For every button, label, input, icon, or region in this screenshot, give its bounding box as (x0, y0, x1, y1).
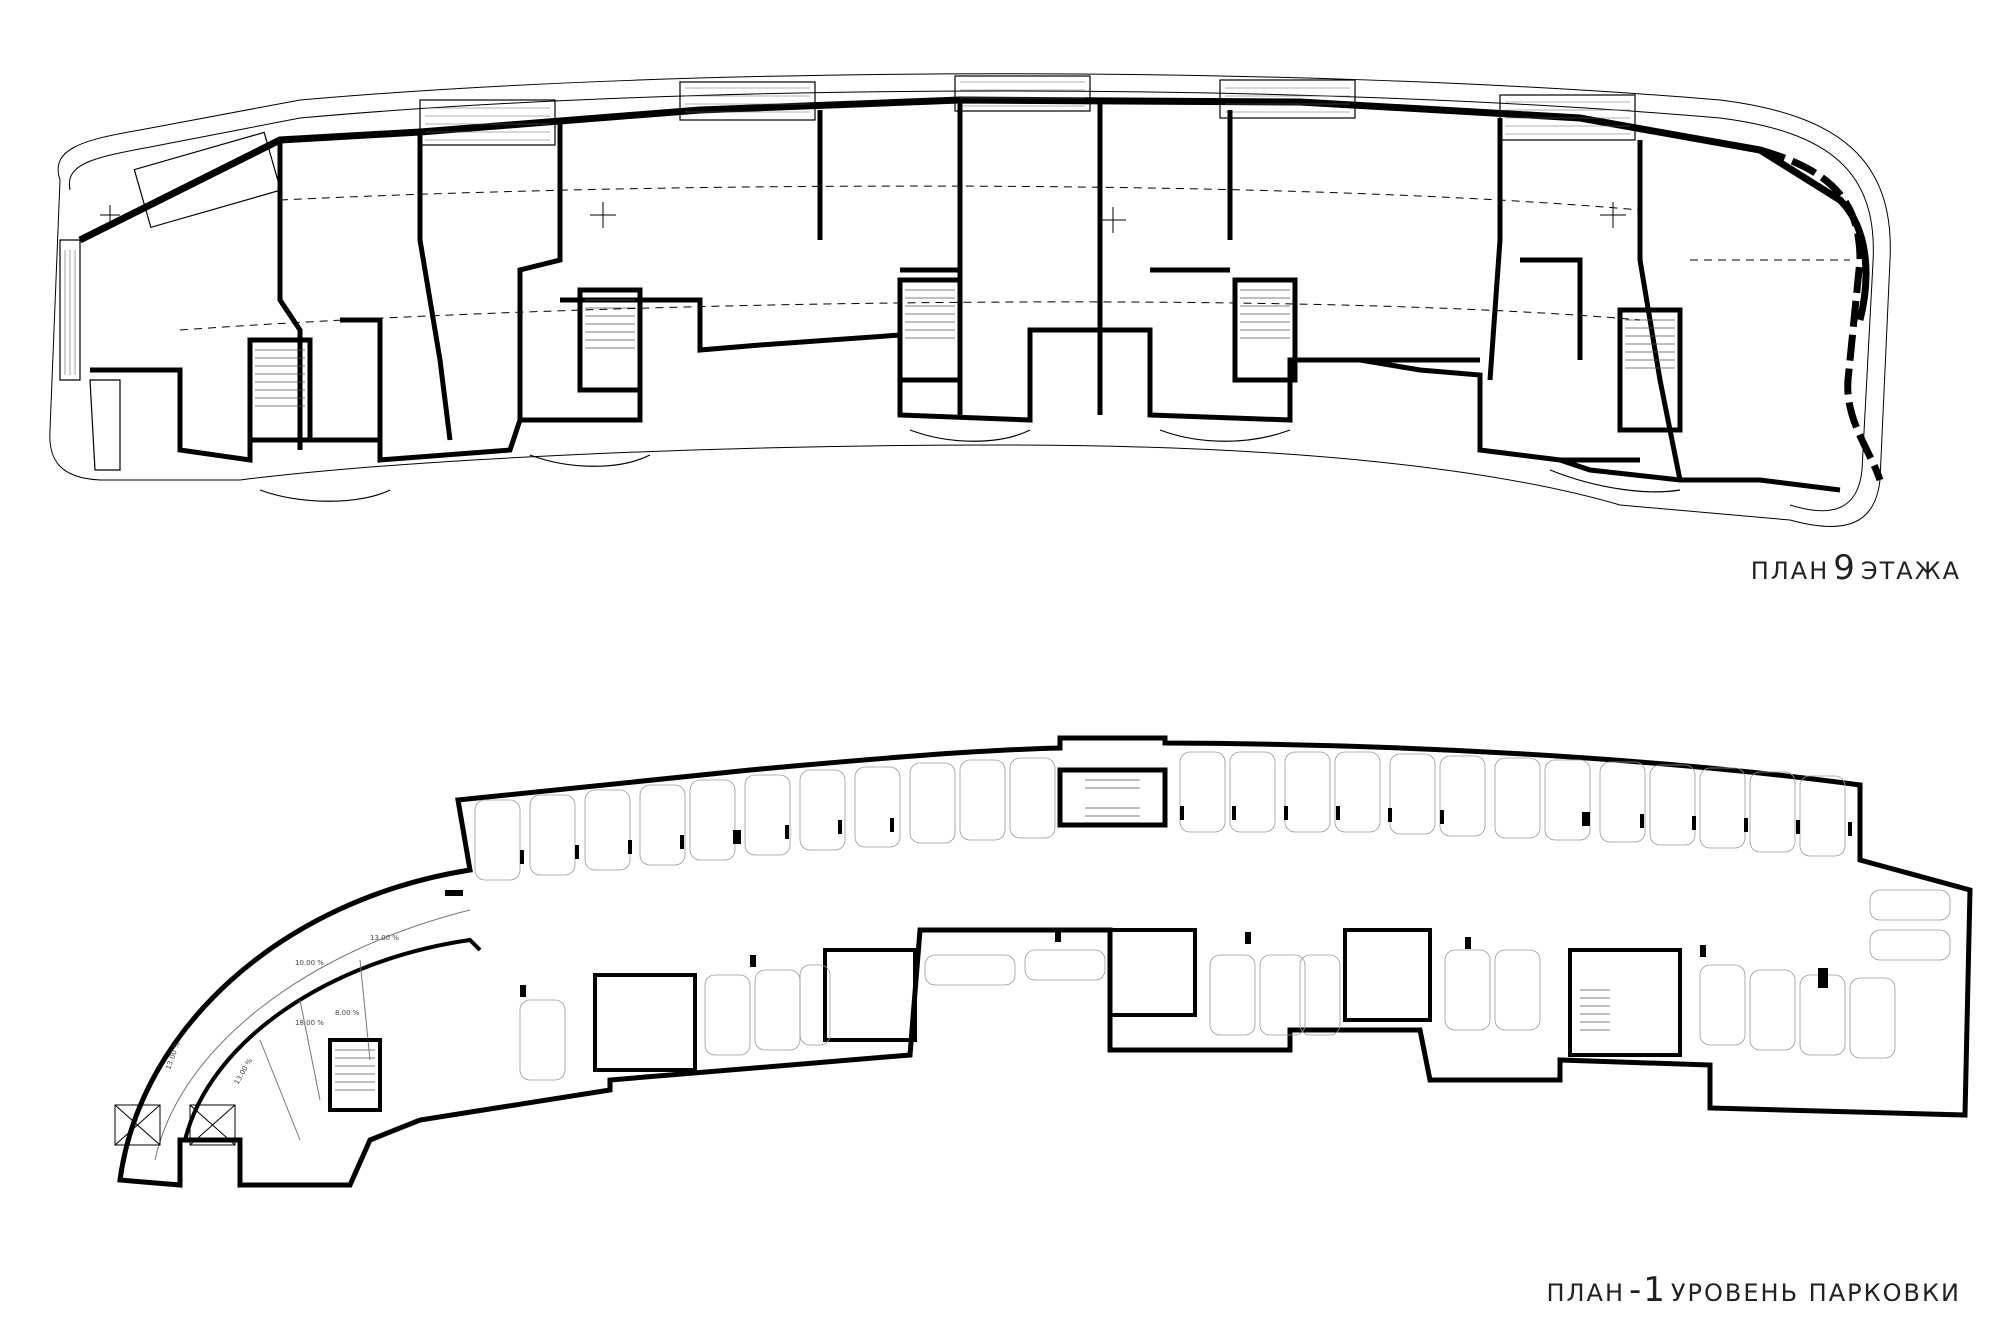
caption-suffix: УРОВЕНЬ ПАРКОВКИ (1670, 1279, 1961, 1307)
floor9-dashed-lines (179, 185, 1850, 331)
floor9-inner-outline (68, 90, 1874, 512)
floor9-stair-cores (247, 277, 1683, 443)
floor9-outer-outline (49, 73, 1891, 527)
floor9-east-wall (1759, 146, 1884, 482)
ramp-label: 10.00 % (295, 959, 324, 967)
caption-suffix: ЭТАЖА (1860, 557, 1961, 585)
parking-ramp-divider (259, 959, 371, 1141)
ramp-label: 13.00 % (370, 934, 399, 942)
caption-number: 9 (1833, 548, 1857, 588)
parking-ramp-stair (328, 1038, 382, 1112)
parking-bays-north (474, 751, 1846, 881)
parking-cores (593, 928, 1682, 1072)
caption-number: -1 (1629, 1270, 1667, 1310)
floor9-balcony-hatching (64, 81, 1630, 375)
parking-north-core (1057, 767, 1168, 828)
floor9-balconies (59, 75, 1636, 471)
ramp-label: 18.00 % (295, 1019, 324, 1027)
floor9-stair-treads (255, 289, 1675, 407)
floor9-canopies (259, 429, 1681, 502)
ramp-label: 13.00 % (233, 1057, 255, 1086)
parking-columns (445, 806, 1852, 997)
floor9-facade-wall (78, 96, 1870, 321)
ramp-label: 8.00 % (335, 1009, 360, 1017)
parking-ramp-inner (183, 937, 482, 1141)
parking-core-stairs (1580, 989, 1610, 1031)
parking-bays-south (519, 889, 1951, 1081)
caption-prefix: ПЛАН (1546, 1279, 1625, 1307)
parking-ramp-mid (154, 909, 471, 1161)
parking-plan (114, 735, 1973, 1188)
floor9-axis-markers (100, 202, 1626, 233)
parking-outer-wall (117, 735, 1973, 1188)
parking-entry-gates (114, 1104, 236, 1146)
floor9-plan (49, 73, 1891, 527)
caption-prefix: ПЛАН (1750, 557, 1830, 585)
floor9-partitions (277, 100, 1683, 481)
